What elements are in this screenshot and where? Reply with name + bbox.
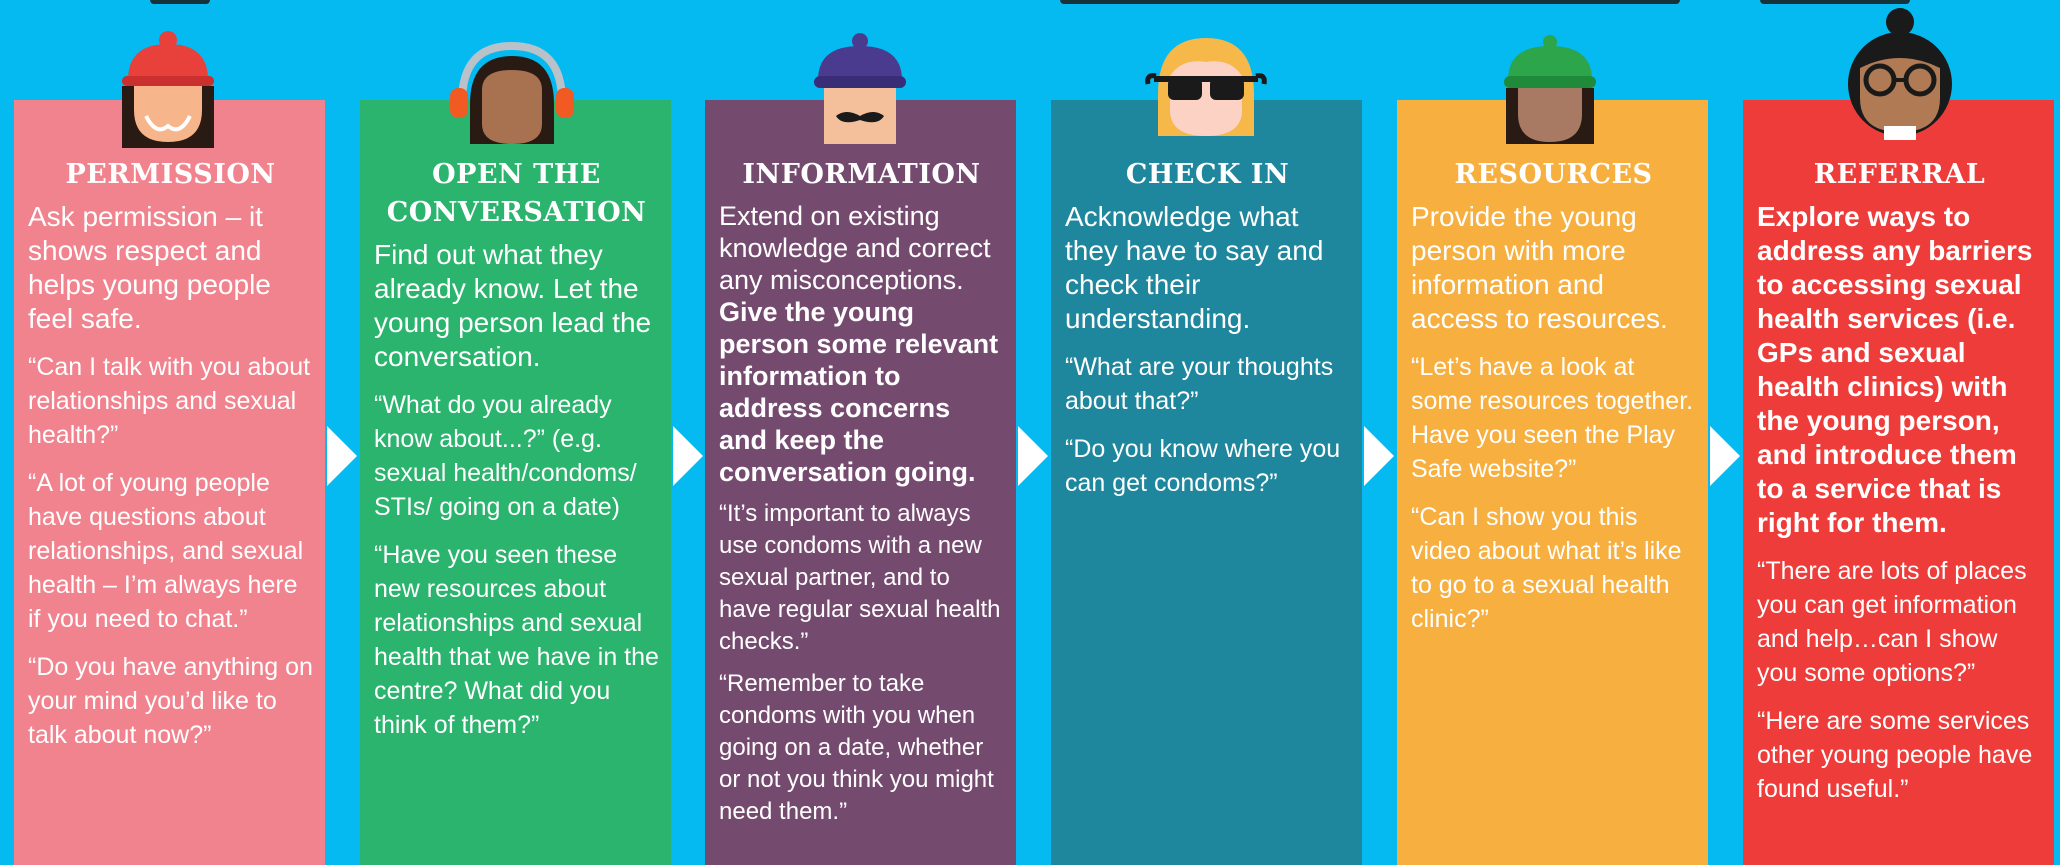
step-quote: “A lot of young people have questions ab… (28, 469, 304, 633)
arrow-right-icon (673, 426, 703, 486)
step-quote: “Do you know where you can get condoms?” (1065, 435, 1341, 497)
step-resources: RESOURCES Provide the young person with … (1397, 100, 1708, 865)
step-quote: “Let’s have a look at some resources tog… (1411, 353, 1694, 483)
step-title: CHECK IN (1125, 159, 1290, 190)
step-quote: “There are lots of places you can get in… (1757, 557, 2027, 687)
step-lead-bold: Give the young person some relevant info… (719, 297, 999, 487)
step-title: RESOURCES (1454, 159, 1653, 190)
headphones-character-icon (450, 41, 574, 144)
step-lead: Ask permission – it shows respect and he… (28, 201, 271, 334)
arrow-right-icon (1364, 426, 1394, 486)
arrow-right-icon (1710, 426, 1740, 486)
step-permission: PERMISSION Ask permission – it shows res… (14, 100, 325, 865)
red-beanie-character-icon (122, 31, 214, 148)
step-title-line2: CONVERSATION (386, 197, 647, 228)
step-title: OPEN THE (432, 159, 601, 190)
step-quote: “What do you already know about...?” (e.… (374, 391, 637, 521)
step-open-the-conversation: OPEN THE CONVERSATION Find out what they… (360, 100, 671, 865)
step-lead: Find out what they already know. Let the… (374, 239, 652, 372)
step-quote: “Have you seen these new resources about… (374, 541, 659, 739)
step-quote: “Do you have anything on your mind you’d… (28, 653, 313, 749)
green-beanie-character-icon (1504, 35, 1596, 144)
cropped-heading-remnant (0, 0, 2060, 6)
step-lead: Extend on existing knowledge and correct… (719, 201, 991, 295)
glasses-bun-character-icon (1848, 8, 1952, 140)
step-quote: “Remember to take condoms with you when … (719, 670, 994, 825)
step-quote: “Can I show you this video about what it… (1411, 503, 1682, 633)
step-lead: Explore ways to address any barriers to … (1757, 201, 2033, 538)
step-lead: Acknowledge what they have to say and ch… (1065, 201, 1324, 334)
arrow-right-icon (327, 426, 357, 486)
sunglasses-character-icon (1145, 38, 1267, 136)
step-title: REFERRAL (1813, 159, 1986, 190)
step-quote: “It’s important to always use condoms wi… (719, 500, 1001, 655)
step-title: PERMISSION (65, 159, 276, 190)
step-check-in: CHECK IN Acknowledge what they have to s… (1051, 100, 1362, 865)
step-quote: “Can I talk with you about relationships… (28, 353, 311, 449)
step-information: INFORMATION Extend on existing knowledge… (705, 100, 1016, 865)
moustache-beanie-character-icon (814, 33, 906, 144)
step-lead: Provide the young person with more infor… (1411, 201, 1668, 334)
step-quote: “What are your thoughts about that?” (1065, 353, 1334, 415)
step-quote: “Here are some services other young peop… (1757, 707, 2033, 803)
arrow-right-icon (1018, 426, 1048, 486)
step-title: INFORMATION (742, 159, 981, 190)
step-referral: REFERRAL Explore ways to address any bar… (1743, 100, 2054, 865)
